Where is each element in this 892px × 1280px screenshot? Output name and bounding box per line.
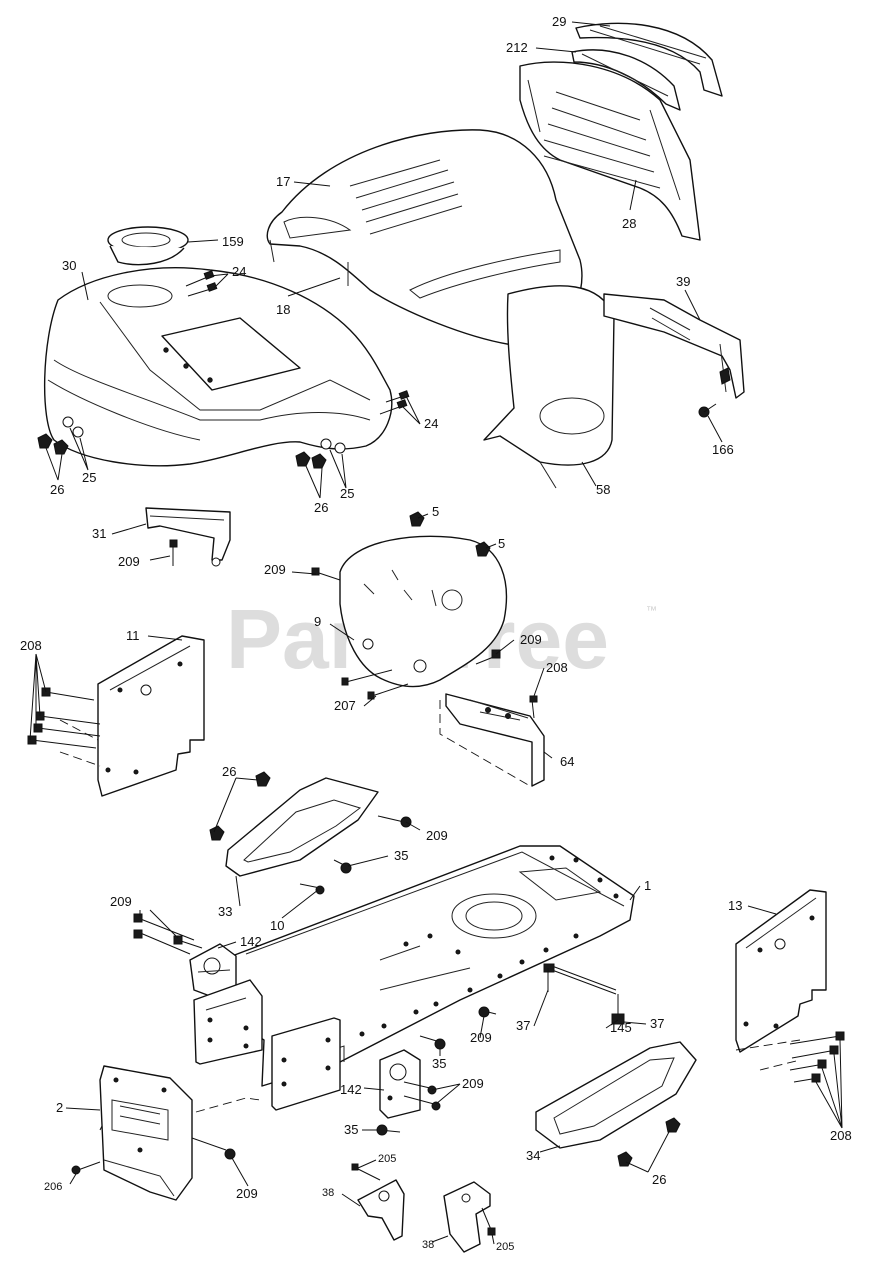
callout-24-bottom: 24 (424, 416, 438, 431)
center-plate-part (271, 1017, 341, 1111)
callout-18: 18 (276, 302, 290, 317)
rod-145-part (543, 963, 625, 1025)
callout-209-c: 209 (520, 632, 542, 647)
callout-25-left: 25 (82, 470, 96, 485)
callout-2: 2 (56, 1100, 63, 1115)
callout-13: 13 (728, 898, 742, 913)
front-plate-part (193, 979, 263, 1065)
callout-34: 34 (526, 1148, 540, 1163)
callout-25-center: 25 (340, 486, 354, 501)
nut-5-part (409, 511, 491, 557)
callout-209-b: 209 (264, 562, 286, 577)
callout-64: 64 (560, 754, 574, 769)
callout-30: 30 (62, 258, 76, 273)
callout-10: 10 (270, 918, 284, 933)
bolts-207-part (341, 669, 409, 700)
callout-208-a: 208 (546, 660, 568, 675)
callout-206: 206 (44, 1181, 62, 1193)
grille-trim-part (575, 22, 723, 97)
callout-35-c: 35 (344, 1122, 358, 1137)
callout-26-footrest: 26 (222, 764, 236, 779)
callout-35-a: 35 (394, 848, 408, 863)
callout-37-a: 37 (516, 1018, 530, 1033)
callout-145: 145 (610, 1020, 632, 1035)
footrest-34-part (535, 1041, 697, 1149)
bolts-front-part (71, 1137, 236, 1175)
callout-208-c: 208 (830, 1128, 852, 1143)
callout-58: 58 (596, 482, 610, 497)
bolts-209-frame-part (133, 913, 203, 955)
fender-part (43, 267, 393, 467)
screws-24-part (185, 270, 410, 415)
grille-part (519, 61, 701, 241)
callout-142-b: 142 (340, 1082, 362, 1097)
callout-39: 39 (676, 274, 690, 289)
cup-holder-part (107, 226, 189, 266)
callout-5-a: 5 (432, 504, 439, 519)
callout-209-d: 209 (426, 828, 448, 843)
callout-29: 29 (552, 14, 566, 29)
callout-17: 17 (276, 174, 290, 189)
bracket-38-left-part (351, 1163, 405, 1241)
callout-33: 33 (218, 904, 232, 919)
callout-26-right: 26 (652, 1172, 666, 1187)
callout-209-e: 209 (110, 894, 132, 909)
bracket-31-part (145, 507, 231, 567)
nuts-26-footrest-part (209, 771, 271, 841)
callout-35-b: 35 (432, 1056, 446, 1071)
bolt-166-part (698, 403, 717, 418)
bracket-38-right-part (443, 1181, 496, 1253)
callout-209-h: 209 (236, 1186, 258, 1201)
callout-11: 11 (126, 628, 140, 643)
panel-13-part (735, 889, 827, 1053)
callout-38-b: 38 (422, 1239, 434, 1251)
panel-11-part (97, 635, 205, 797)
callout-205-b: 205 (496, 1241, 514, 1253)
shield-58-part (483, 285, 615, 489)
callout-5-b: 5 (498, 536, 505, 551)
bracket-64-part (445, 693, 545, 787)
callout-26-center: 26 (314, 500, 328, 515)
part-labels: 29 212 17 18 159 24 30 28 39 24 166 26 2… (20, 14, 852, 1253)
bolt-209-a-part (169, 539, 178, 566)
callout-159: 159 (222, 234, 244, 249)
callout-166: 166 (712, 442, 734, 457)
callout-212: 212 (506, 40, 528, 55)
dash-panel-part (339, 535, 508, 688)
bracket-142-upper-part (189, 943, 237, 997)
watermark-trademark: ™ (646, 605, 657, 617)
callout-26-left: 26 (50, 482, 64, 497)
callout-208-b: 208 (20, 638, 42, 653)
callout-209-f: 209 (470, 1030, 492, 1045)
callout-209-g: 209 (462, 1076, 484, 1091)
callout-205-a: 205 (378, 1153, 396, 1165)
callout-38-a: 38 (322, 1187, 334, 1199)
washers-nuts-part (37, 416, 346, 469)
callout-142-a: 142 (240, 934, 262, 949)
callout-37-b: 37 (650, 1016, 664, 1031)
footrest-33-part (225, 777, 379, 877)
nuts-26-right-part (617, 1117, 681, 1167)
callout-31: 31 (92, 526, 106, 541)
grille-insert-part (571, 49, 681, 111)
callout-28: 28 (622, 216, 636, 231)
callout-24-top: 24 (232, 264, 246, 279)
callout-209-a: 209 (118, 554, 140, 569)
bracket-142-lower-part (379, 1049, 421, 1119)
bracket-39-part (603, 293, 745, 399)
callout-207: 207 (334, 698, 356, 713)
callout-9: 9 (314, 614, 321, 629)
callout-1: 1 (644, 878, 651, 893)
leader-lines (29, 21, 843, 1245)
front-bumper-part (99, 1065, 193, 1201)
